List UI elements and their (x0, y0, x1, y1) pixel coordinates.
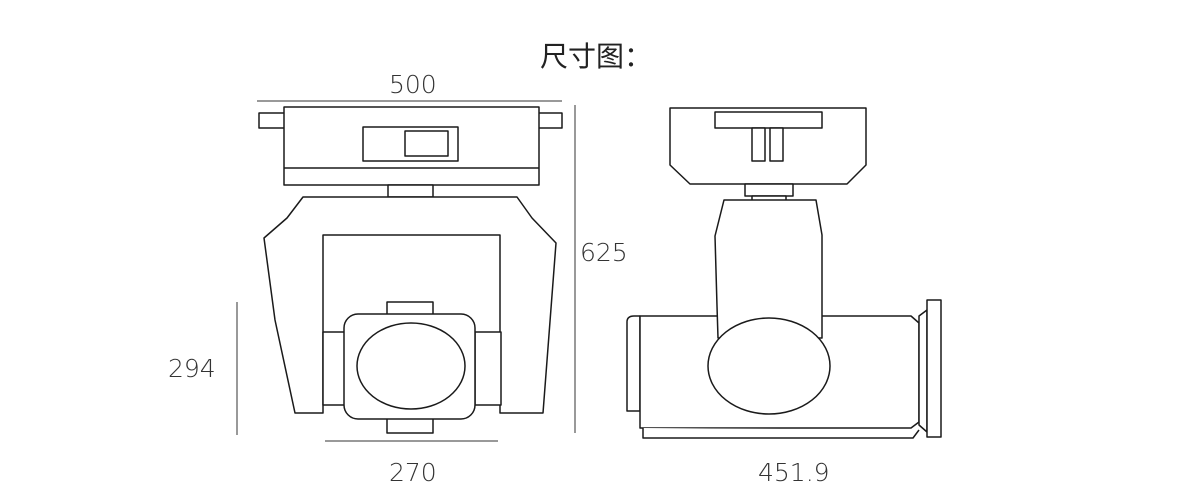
side-base-latch-left (751, 127, 766, 162)
head-rear-cap (626, 315, 641, 412)
side-view: 451.9 (626, 107, 942, 487)
total-height-label: 625 (580, 238, 628, 267)
side-base-latch-right (769, 127, 784, 162)
display-screen (404, 130, 449, 157)
head-lens (356, 322, 466, 410)
page-title: 尺寸图： (540, 40, 652, 73)
side-head-lens (707, 317, 831, 415)
head-height-label: 294 (168, 354, 216, 383)
yoke-connector (387, 184, 434, 198)
yoke-arm (263, 196, 557, 414)
side-base-slot (714, 111, 823, 129)
head-left-block (322, 331, 346, 406)
side-connector (744, 183, 794, 197)
front-bezel-step (918, 309, 928, 433)
head-right-block (474, 331, 502, 406)
side-head-bottom (642, 428, 920, 439)
side-length-label: 451.9 (758, 458, 830, 487)
width-dimension-label: 500 (389, 70, 437, 99)
left-handle (258, 112, 286, 129)
head-width-label: 270 (389, 458, 437, 487)
right-handle (537, 112, 563, 129)
front-view: 500 294 625 270 (168, 70, 628, 487)
front-bezel (926, 299, 942, 438)
head-bottom-tab (386, 417, 434, 434)
